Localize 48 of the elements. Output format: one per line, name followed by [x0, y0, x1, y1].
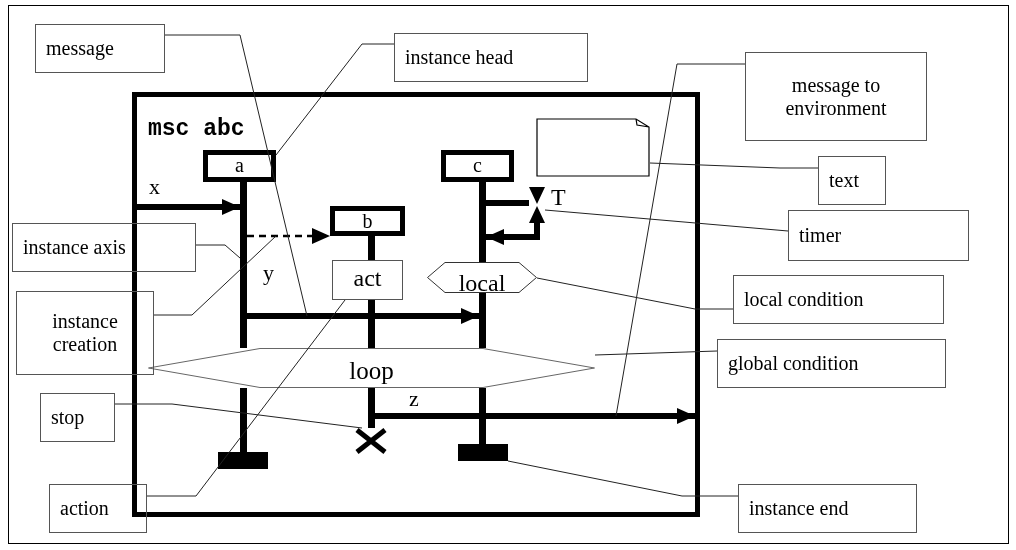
- instance-axis: [479, 182, 486, 262]
- leader-line: [536, 277, 734, 310]
- instance-axis: [479, 388, 486, 444]
- creation-arrow: [247, 228, 330, 244]
- message-arrow: [486, 223, 540, 245]
- leader-line: [153, 235, 277, 316]
- message-arrow: [375, 408, 695, 424]
- leader-line: [544, 209, 789, 232]
- msc-frame: [132, 92, 700, 517]
- callout-label: action: [49, 484, 147, 533]
- instance-axis: [479, 293, 486, 348]
- leader-line: [164, 34, 308, 317]
- message-arrow: [137, 199, 240, 215]
- condition-text: local: [458, 270, 506, 295]
- leader-line: [615, 63, 746, 417]
- leader-line: [594, 350, 718, 356]
- leader-line: [114, 403, 363, 429]
- callout-label: timer: [788, 210, 969, 261]
- leader-line: [507, 460, 739, 497]
- timer-label: T: [551, 185, 566, 209]
- leader-line: [649, 162, 819, 169]
- instance-head: b: [330, 206, 405, 236]
- callout-label: instance creation: [16, 291, 154, 375]
- callout-label: stop: [40, 393, 115, 442]
- condition-text: loop: [349, 357, 394, 383]
- callout-label: text: [818, 156, 886, 205]
- instance-axis: [368, 300, 375, 348]
- callout-label: instance head: [394, 33, 588, 82]
- action-box: act: [332, 260, 403, 300]
- instance-head: a: [203, 150, 276, 182]
- callout-label: instance axis: [12, 223, 196, 272]
- leader-line: [275, 43, 395, 156]
- instance-axis: [240, 182, 247, 348]
- leader-line: [195, 244, 241, 259]
- instance-end-bar: [218, 452, 268, 469]
- instance-axis: [368, 236, 375, 260]
- callout-label: message: [35, 24, 165, 73]
- instance-head: c: [441, 150, 514, 182]
- instance-axis: [240, 388, 247, 452]
- callout-label: local condition: [733, 275, 944, 324]
- callout-label: instance end: [738, 484, 917, 533]
- callout-label: message to environment: [745, 52, 927, 141]
- leader-line: [146, 299, 346, 497]
- callout-label: global condition: [717, 339, 946, 388]
- frame-title: msc abc: [148, 116, 245, 142]
- instance-axis: [368, 388, 375, 428]
- message-arrow: [247, 308, 479, 324]
- instance-end-bar: [458, 444, 508, 461]
